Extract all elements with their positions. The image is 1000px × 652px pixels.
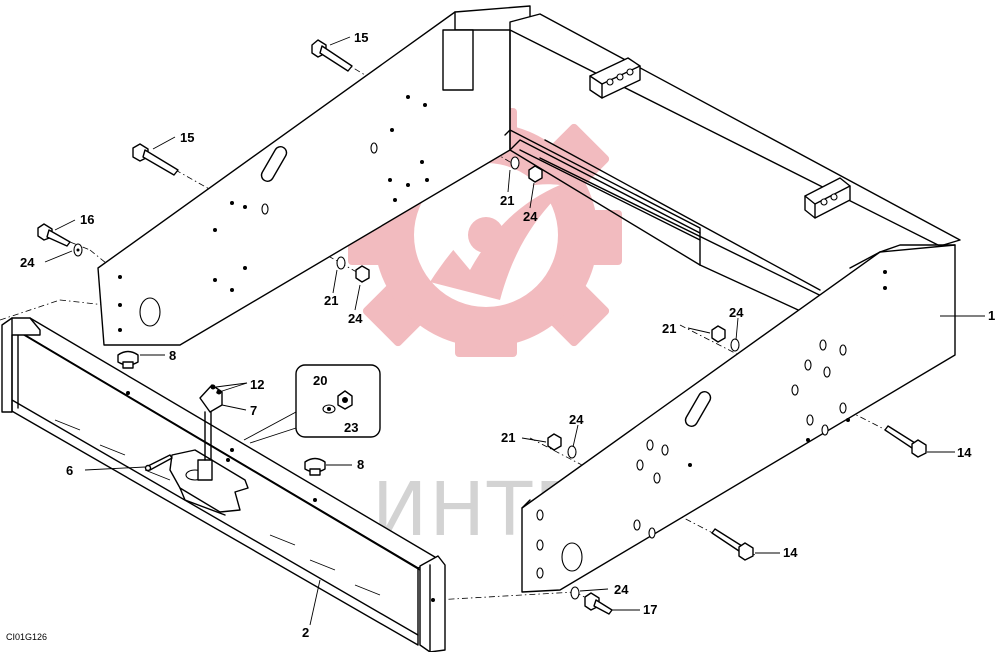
bolt-15-upper <box>311 39 353 72</box>
bolt-14-lower <box>711 528 754 561</box>
callout-6: 6 <box>66 463 73 478</box>
right-plate-holes <box>536 270 887 579</box>
callout-24-right-lower: 24 <box>569 412 584 427</box>
callout-8-right: 8 <box>357 457 364 472</box>
drawing-code: CI01G126 <box>6 632 47 642</box>
bracket-7 <box>199 384 223 461</box>
fasteners <box>37 39 927 615</box>
back-plate-holes <box>118 95 429 332</box>
clamp-block-side <box>804 177 851 219</box>
callout-1: 1 <box>988 308 995 323</box>
callout-21-middle: 21 <box>324 293 338 308</box>
frame-body <box>97 5 961 593</box>
front-beam <box>1 317 446 652</box>
clamp-block-top <box>589 57 641 99</box>
callout-24-middle: 24 <box>348 311 363 326</box>
callout-24-upper: 24 <box>523 209 538 224</box>
callout-15-upper: 15 <box>354 30 368 45</box>
callout-14-lower: 14 <box>783 545 798 560</box>
leader-lines <box>44 36 985 626</box>
callout-21-right-lower: 21 <box>501 430 515 445</box>
bolt-16 <box>37 223 83 257</box>
pin-6 <box>144 454 173 472</box>
callout-7: 7 <box>250 403 257 418</box>
callout-24-right-upper: 24 <box>729 305 744 320</box>
callout-20: 20 <box>313 373 327 388</box>
plug-8-right <box>304 457 326 476</box>
callout-17: 17 <box>643 602 657 617</box>
callout-24-left: 24 <box>20 255 35 270</box>
callout-numbers: 15 15 16 24 21 24 21 24 8 12 7 20 23 6 8… <box>20 30 995 640</box>
callout-2: 2 <box>302 625 309 640</box>
callout-21-upper: 21 <box>500 193 514 208</box>
callout-23: 23 <box>344 420 358 435</box>
bolt-17 <box>584 592 613 615</box>
callout-15-lower: 15 <box>180 130 194 145</box>
callout-12: 12 <box>250 377 264 392</box>
callout-8-left: 8 <box>169 348 176 363</box>
callout-21-right-upper: 21 <box>662 321 676 336</box>
plug-8-left <box>117 350 139 369</box>
callout-24-bottom: 24 <box>614 582 629 597</box>
callout-14-upper: 14 <box>957 445 972 460</box>
callout-16: 16 <box>80 212 94 227</box>
detail-callout-box <box>243 364 381 444</box>
bolt-14-upper <box>884 425 927 458</box>
bolt-15-lower <box>132 143 179 176</box>
